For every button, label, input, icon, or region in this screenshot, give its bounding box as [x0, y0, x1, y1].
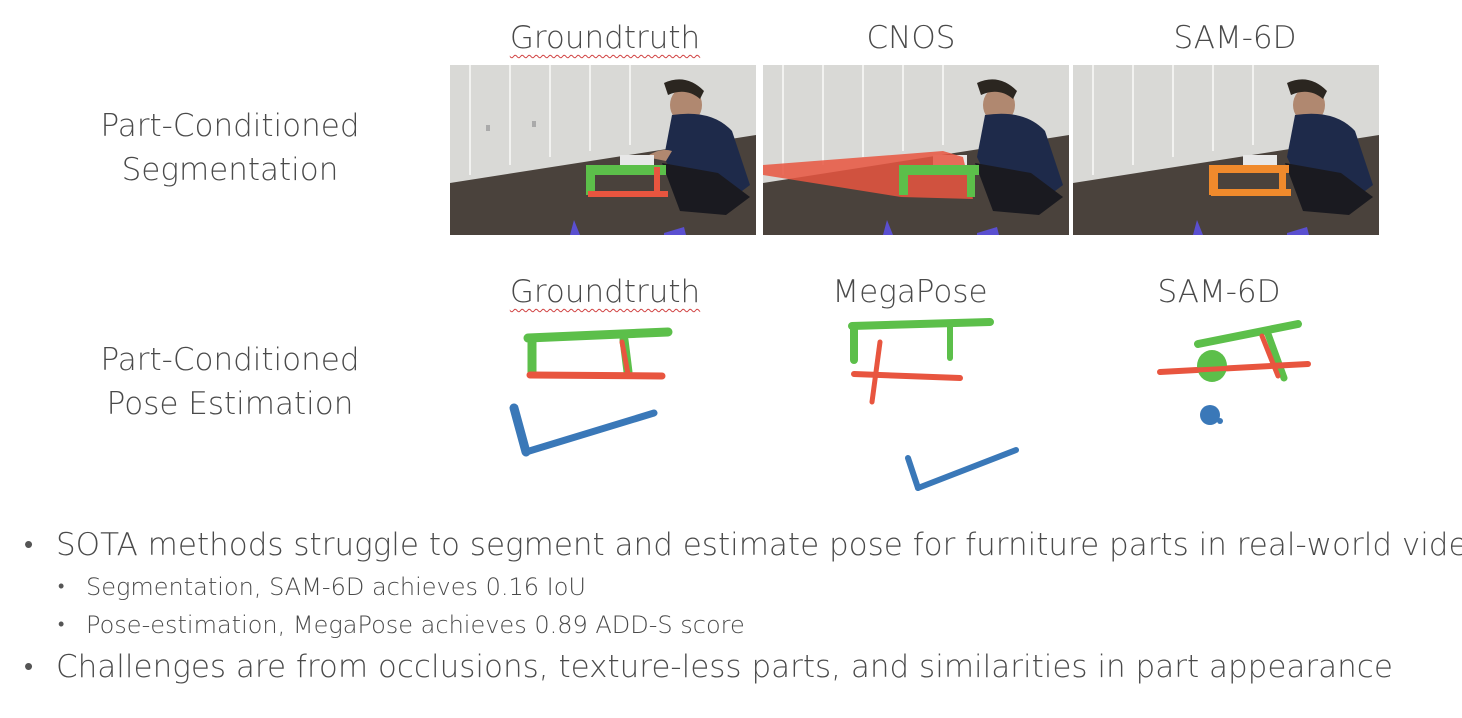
pose-header-groundtruth: Groundtruth	[509, 274, 701, 310]
bullet-sota: SOTA methods struggle to segment and est…	[24, 522, 1462, 568]
segmentation-row-label-line1: Part-Conditioned	[100, 108, 360, 144]
pose-header-sam6d: SAM-6D	[1157, 274, 1281, 310]
seg-header-sam6d: SAM-6D	[1173, 20, 1297, 56]
pose-sam6d-render	[1157, 320, 1311, 425]
bullet-segmentation-result: Segmentation, SAM-6D achieves 0.16 IoU	[24, 568, 1454, 606]
bullet-list: SOTA methods struggle to segment and est…	[24, 522, 1462, 690]
segmentation-row-label-line2: Segmentation	[121, 152, 339, 188]
seg-photo-sam6d	[1073, 65, 1379, 235]
pose-row-label-line1: Part-Conditioned	[100, 342, 360, 378]
pose-row-label: Part-Conditioned Pose Estimation	[40, 338, 420, 426]
seg-photo-cnos	[763, 65, 1069, 235]
pose-groundtruth-render	[509, 327, 673, 457]
seg-photo-groundtruth	[450, 65, 756, 235]
seg-header-cnos: CNOS	[866, 20, 956, 56]
pose-header-megapose: MegaPose	[832, 274, 988, 310]
seg-header-groundtruth: Groundtruth	[509, 20, 701, 56]
bullet-pose-result: Pose-estimation, MegaPose achieves 0.89 …	[24, 606, 1454, 644]
segmentation-row-label: Part-Conditioned Segmentation	[40, 104, 420, 192]
bullet-challenges: Challenges are from occlusions, texture-…	[24, 644, 1454, 690]
pose-megapose-render	[848, 318, 1019, 491]
pose-row-label-line2: Pose Estimation	[106, 386, 354, 422]
